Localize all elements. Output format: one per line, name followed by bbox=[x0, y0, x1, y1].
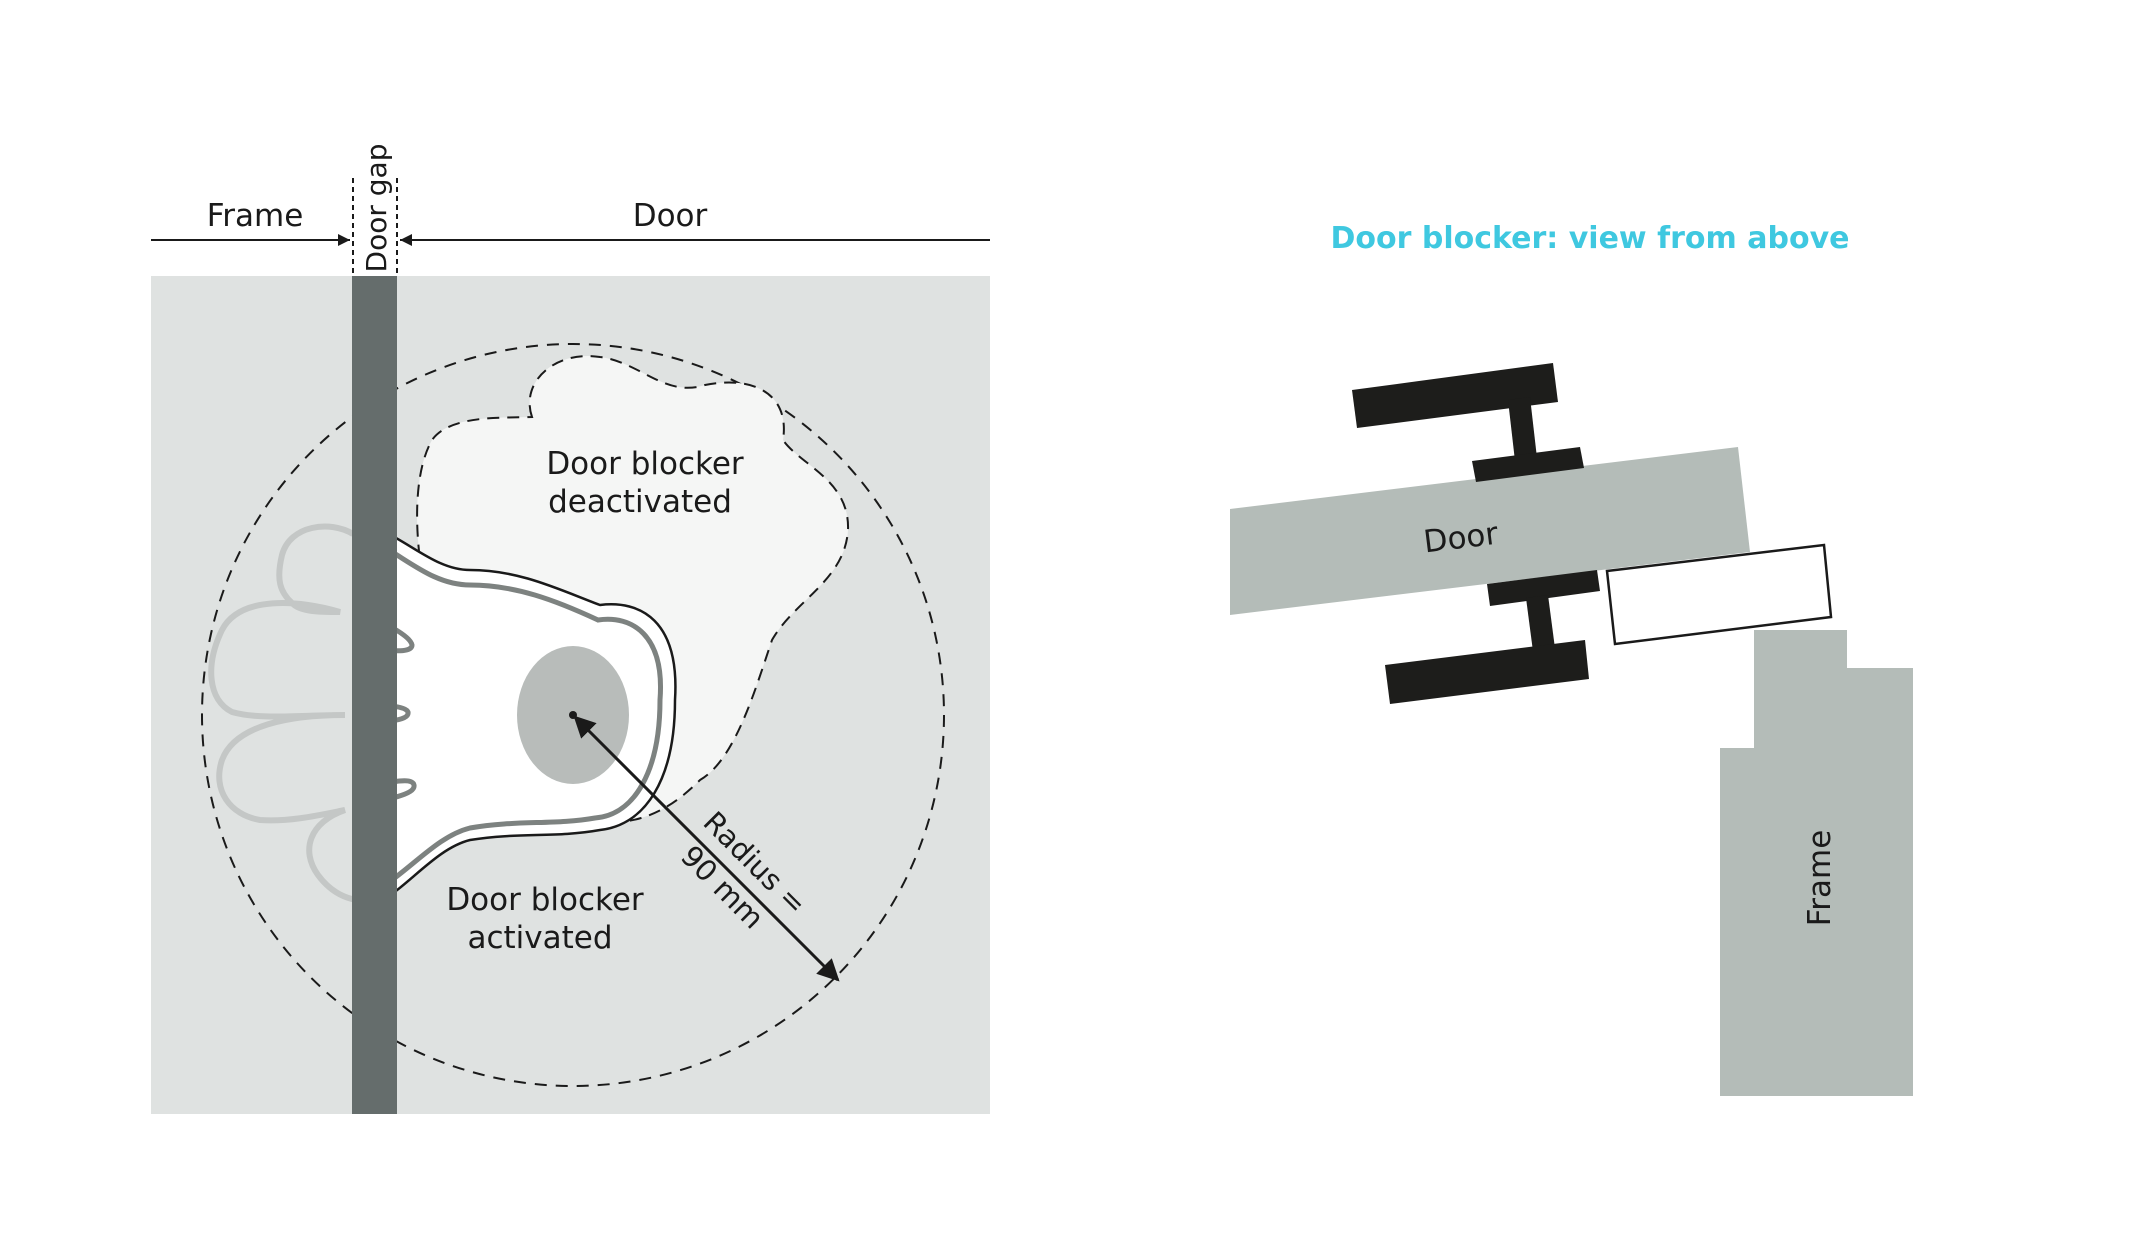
top-view: Door blocker: view from above Door Frame bbox=[1230, 221, 1913, 1096]
door-label: Door bbox=[633, 198, 708, 234]
lower-door-handle bbox=[1385, 570, 1600, 704]
deactivated-label-line1: Door blocker bbox=[546, 446, 744, 482]
blocker-bar bbox=[1605, 543, 1833, 646]
blocker-activated-inner-outline bbox=[355, 532, 663, 903]
blocker-activated-ghost bbox=[208, 523, 361, 903]
frame-block bbox=[1720, 630, 1913, 1096]
frame-label: Frame bbox=[207, 198, 304, 234]
activated-label-line2: activated bbox=[467, 920, 612, 956]
door-gap-label: Door gap bbox=[360, 144, 393, 273]
activated-label-line1: Door blocker bbox=[446, 882, 644, 918]
radius-circle bbox=[201, 343, 945, 1087]
door-gap-bar bbox=[352, 276, 397, 1114]
radius-arrow bbox=[573, 715, 840, 982]
top-view-title: Door blocker: view from above bbox=[1331, 221, 1850, 256]
door-slab bbox=[1230, 447, 1750, 615]
top-view-frame-label: Frame bbox=[1802, 830, 1838, 927]
deactivated-label-line2: deactivated bbox=[548, 484, 732, 520]
upper-door-handle bbox=[1352, 363, 1584, 482]
front-view: Frame Door Door gap Door blocker deactiv… bbox=[151, 144, 990, 1114]
